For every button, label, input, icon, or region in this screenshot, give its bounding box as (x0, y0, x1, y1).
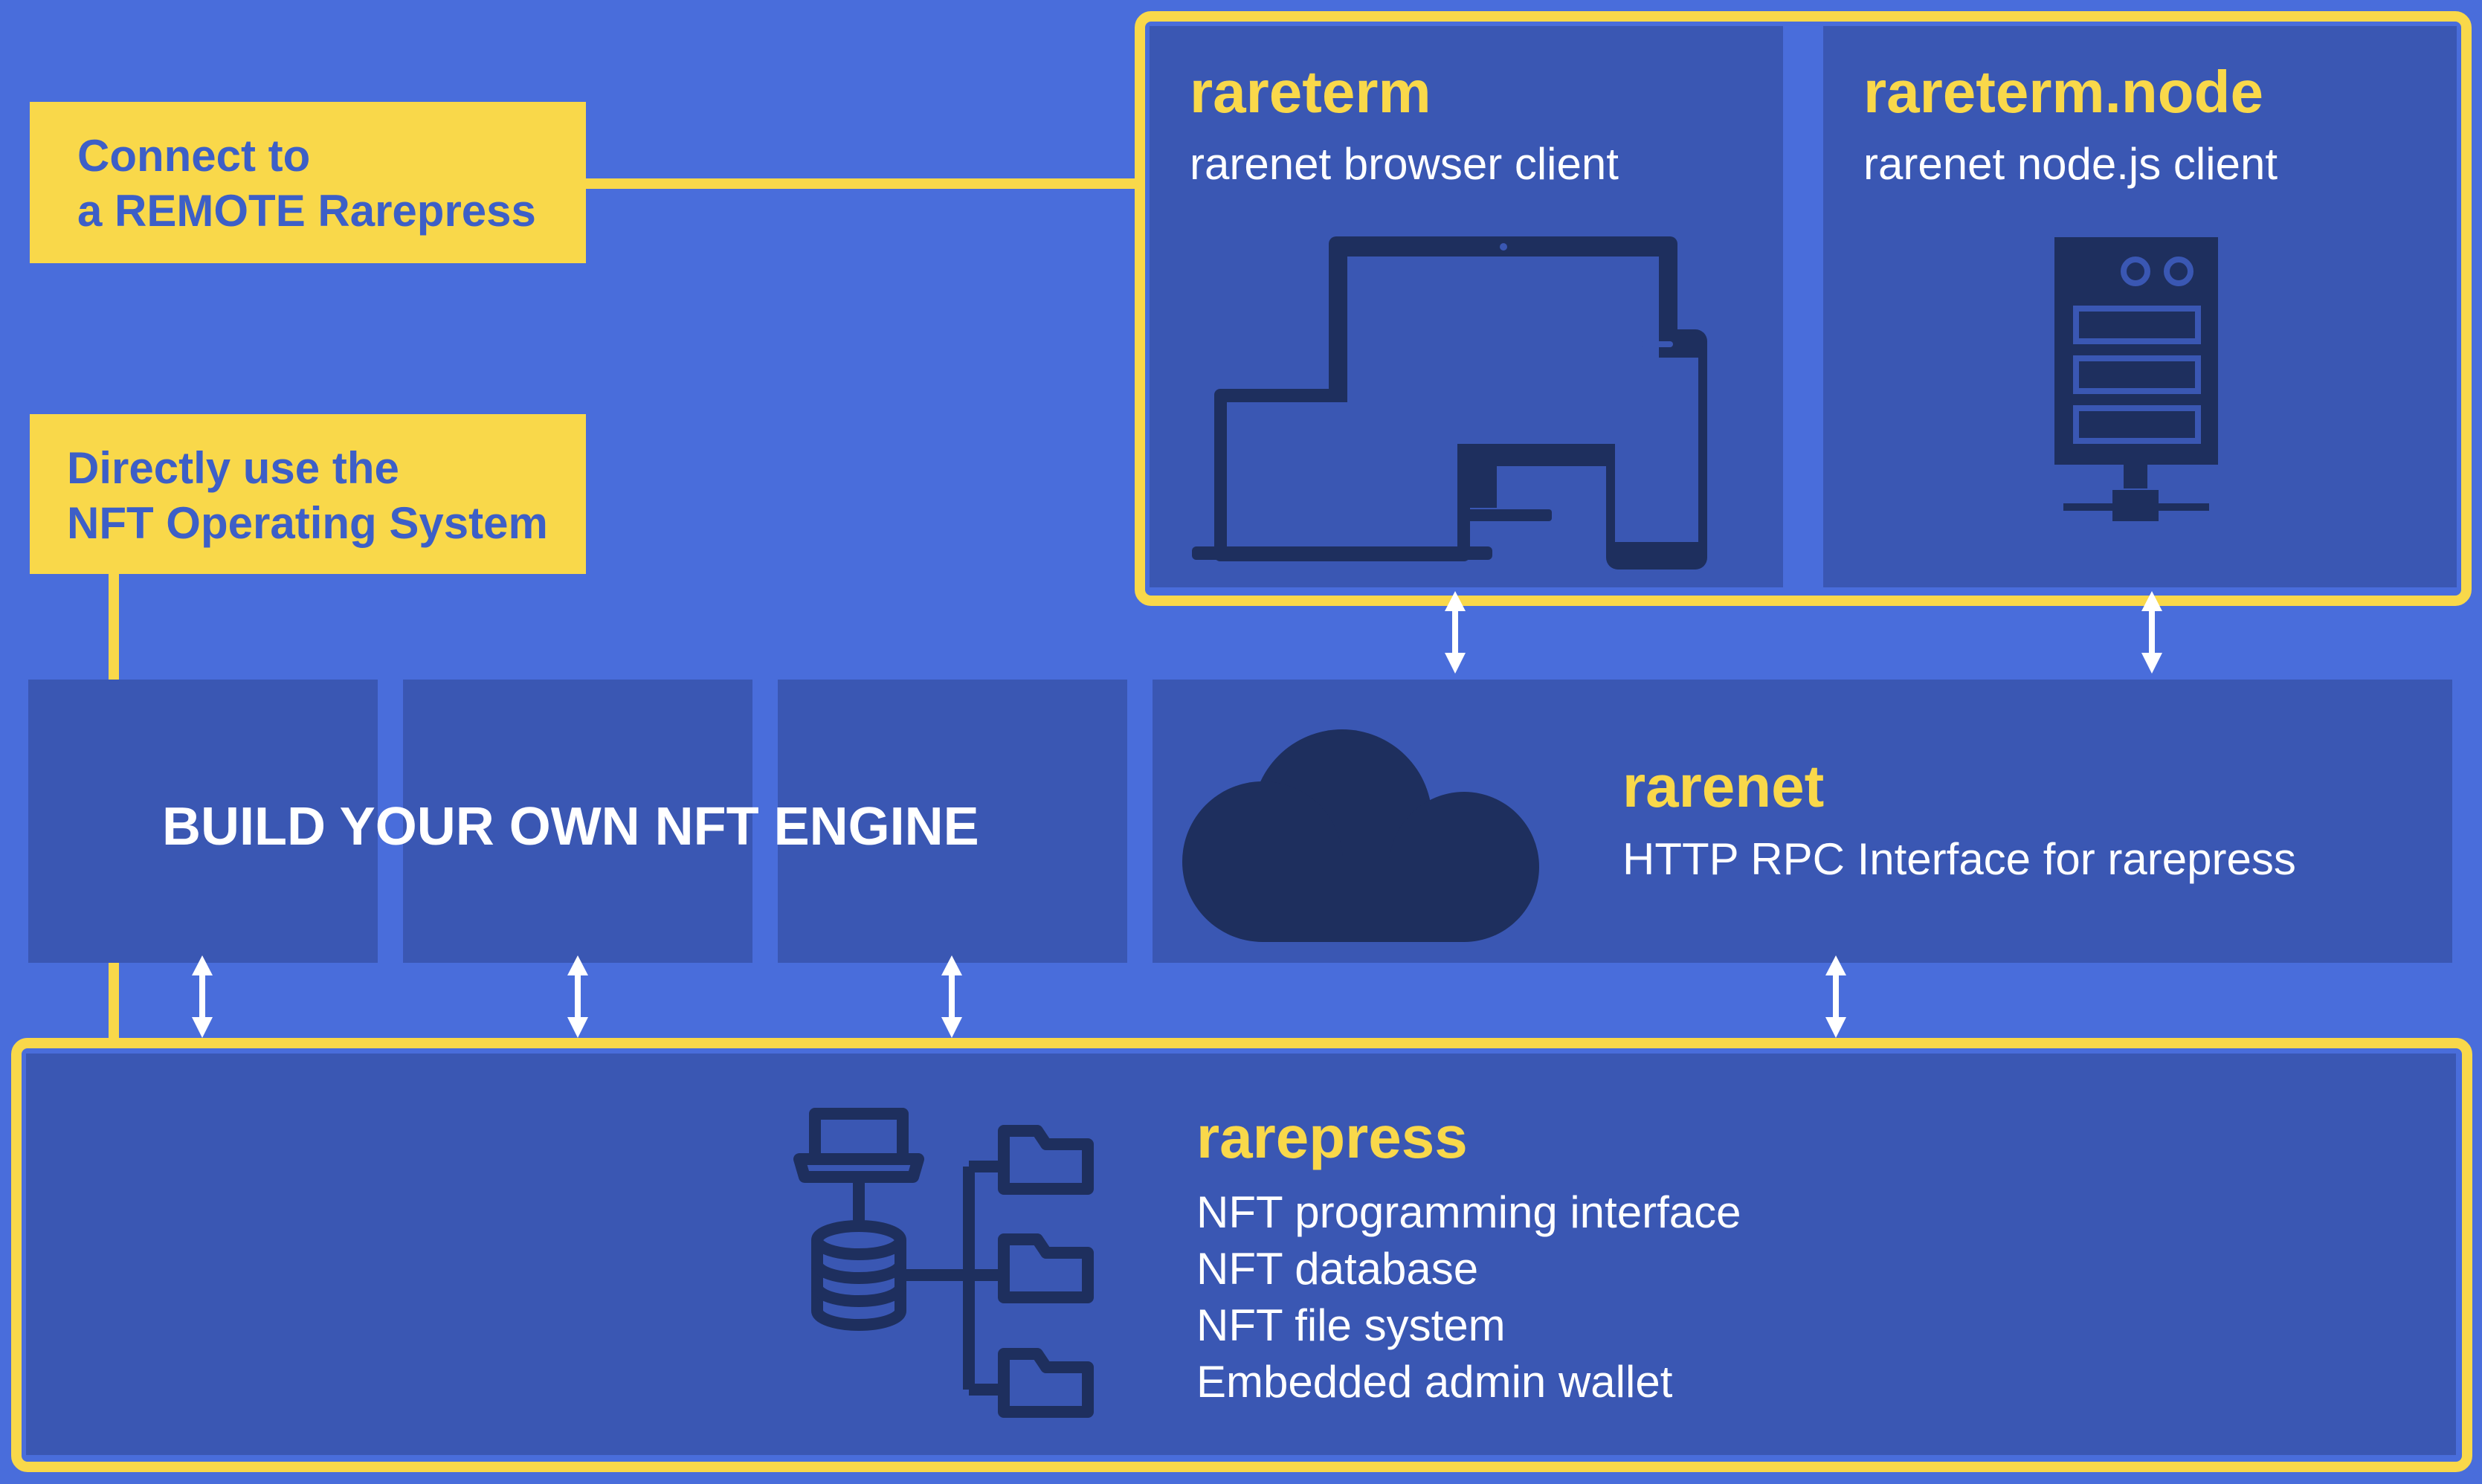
rarepress-frame (11, 1038, 2472, 1472)
devices-icon (1192, 236, 1707, 570)
clients-frame (1135, 11, 2472, 606)
rarenet-panel: rarenet HTTP RPC Interface for rarepress (1153, 680, 2452, 963)
rarepress-feature: Embedded admin wallet (1196, 1357, 1673, 1407)
rareterm-node-title: rareterm.node (1863, 59, 2263, 125)
rarepress-feature: NFT programming interface (1196, 1187, 1741, 1237)
rareterm-panel: rareterm rarenet browser client (1150, 26, 1783, 587)
rarenet-title: rarenet (1622, 753, 1825, 819)
rarepress-panel: rarepress NFT programming interface NFT … (26, 1054, 2456, 1455)
rarepress-feature: NFT database (1196, 1244, 1479, 1294)
rareterm-title: rareterm (1190, 59, 1431, 125)
rarepress-feature: NFT file system (1196, 1300, 1506, 1350)
remote-callout: Connect to a REMOTE Rarepress (30, 102, 586, 263)
engine-block-1 (28, 680, 378, 963)
rareterm-node-panel: rareterm.node rarenet node.js client (1823, 26, 2457, 587)
direct-callout-line-2: NFT Operating System (67, 498, 548, 548)
engine-label: BUILD YOUR OWN NFT ENGINE (162, 797, 979, 856)
remote-connector-line (586, 178, 1138, 189)
double-arrow-icon (1825, 955, 1846, 1038)
remote-callout-line-1: Connect to (77, 131, 311, 181)
rareterm-subtitle: rarenet browser client (1190, 139, 1619, 189)
direct-callout: Directly use the NFT Operating System (30, 414, 586, 574)
rarepress-title: rarepress (1196, 1104, 1468, 1170)
double-arrow-icon (941, 955, 962, 1038)
cloud-icon (1182, 729, 1539, 942)
double-arrow-icon (567, 955, 588, 1038)
direct-callout-line-1: Directly use the (67, 443, 399, 493)
rarepress-feature-list: NFT programming interface NFT database N… (1196, 1184, 1741, 1410)
engine-block-2 (403, 680, 752, 963)
remote-callout-line-2: a REMOTE Rarepress (77, 186, 536, 236)
engine-block-3 (778, 680, 1127, 963)
server-icon (2054, 237, 2218, 521)
rareterm-node-subtitle: rarenet node.js client (1863, 139, 2278, 189)
database-tree-icon (793, 1108, 1094, 1418)
double-arrow-icon (192, 955, 213, 1038)
rarenet-subtitle: HTTP RPC Interface for rarepress (1622, 834, 2296, 884)
